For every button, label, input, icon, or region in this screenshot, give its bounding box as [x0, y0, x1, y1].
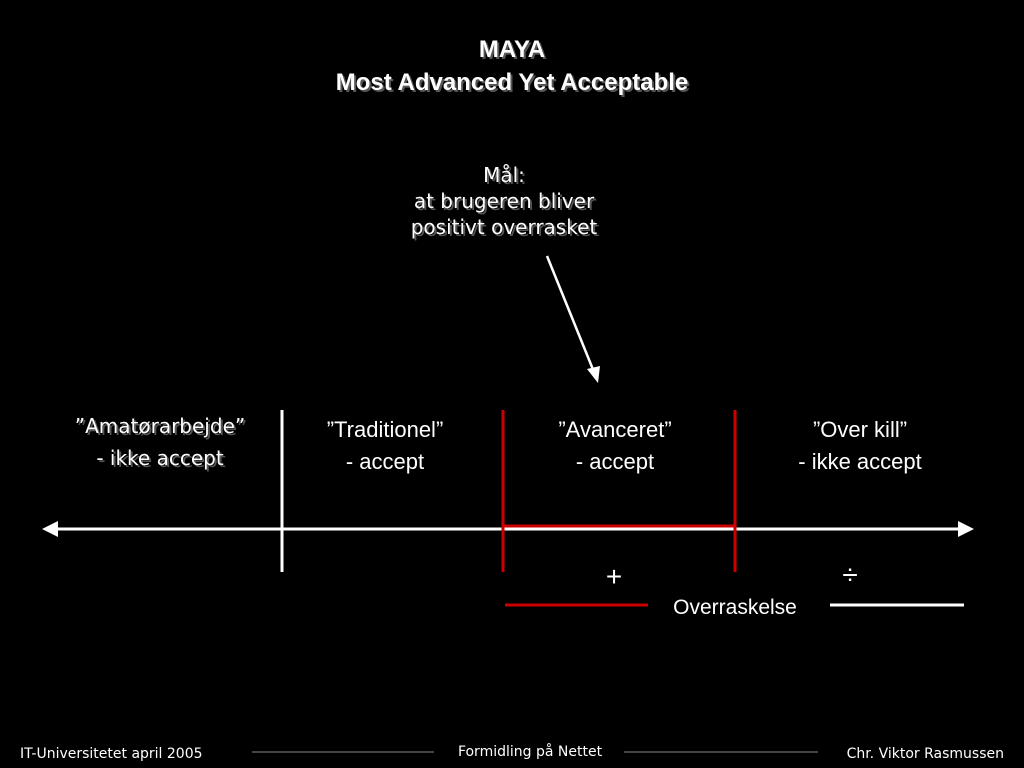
- zone-label: ”Traditionel”: [326, 417, 444, 442]
- zone-label: ”Amatørarbejde”: [74, 414, 246, 438]
- zone-acceptance: - accept: [345, 449, 425, 474]
- zone-traditional: ”Traditionel” - accept: [290, 414, 480, 478]
- goal-text-line-1: at brugeren bliver: [413, 189, 595, 213]
- footer-institution: IT-Universitetet april 2005: [20, 746, 203, 762]
- slide-subtitle: Most Advanced Yet Acceptable: [335, 69, 689, 96]
- plus-sign: +: [605, 561, 623, 592]
- scale-axis: [42, 521, 974, 537]
- zone-amateur: ”Amatørarbejde” - ikke accept: [40, 410, 280, 474]
- zone-label: ”Over kill”: [812, 417, 908, 442]
- footer-course: Formidling på Nettet: [457, 744, 603, 760]
- goal-pointer-arrow: [545, 255, 600, 383]
- zone-advanced: ”Avanceret” - accept: [515, 414, 715, 478]
- zone-acceptance: - ikke accept: [96, 446, 224, 470]
- zone-acceptance: - accept: [575, 449, 655, 474]
- zone-label: ”Avanceret”: [558, 417, 672, 442]
- minus-sign: ÷: [842, 559, 858, 590]
- slide-title: MAYA: [478, 36, 546, 63]
- footer-author: Chr. Viktor Rasmussen: [846, 746, 1004, 762]
- goal-heading: Mål:: [483, 163, 525, 187]
- goal-text-line-2: positivt overrasket: [410, 215, 598, 239]
- zone-overkill: ”Over kill” - ikke accept: [760, 414, 960, 478]
- advanced-zone-bracket: [501, 410, 737, 572]
- zone-acceptance: - ikke accept: [798, 449, 922, 474]
- surprise-label: Overraskelse: [673, 596, 797, 619]
- axis-right-arrowhead: [958, 521, 974, 537]
- axis-left-arrowhead: [42, 521, 58, 537]
